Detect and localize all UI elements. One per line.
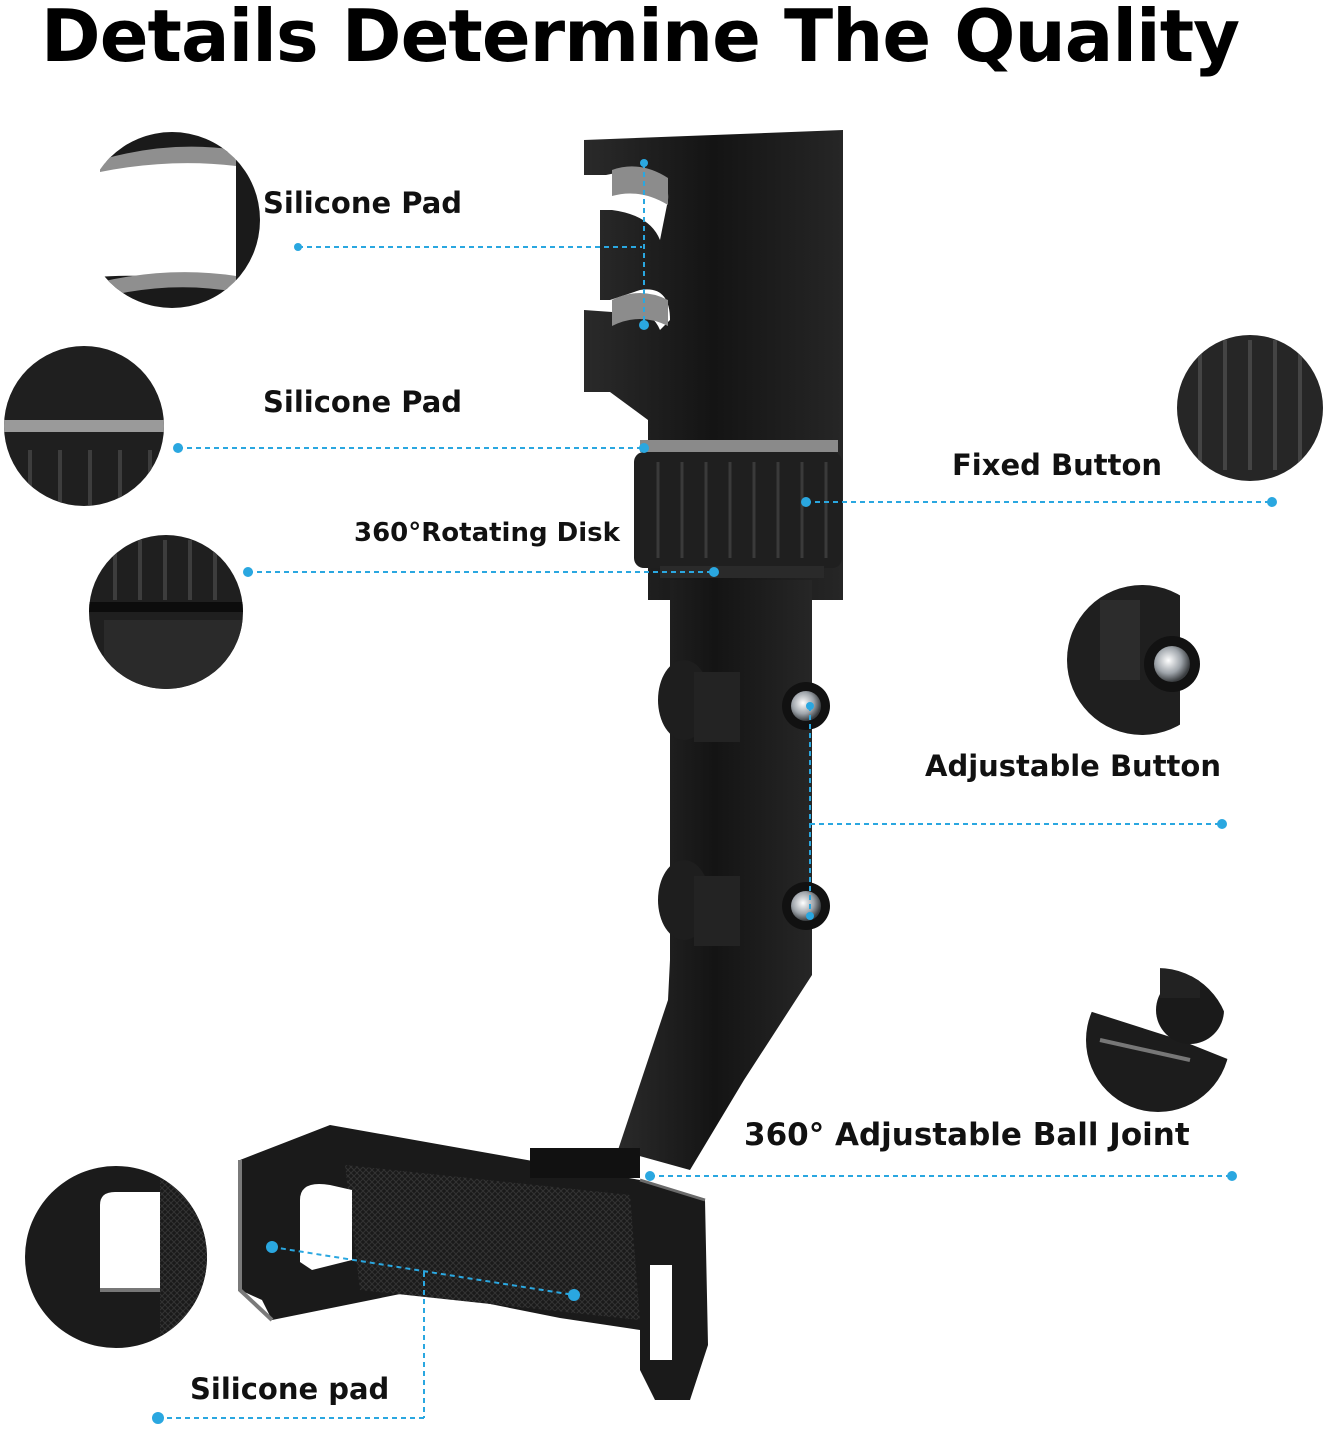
label-top-silicone-pad: Silicone Pad xyxy=(263,186,463,220)
adjustable-arm xyxy=(618,580,830,1170)
detail-holder-pad xyxy=(25,1166,207,1348)
label-ring-silicone-pad: Silicone Pad xyxy=(263,385,463,419)
label-rotating-disk: 360°Rotating Disk xyxy=(354,518,620,548)
label-fixed-button: Fixed Button xyxy=(952,448,1163,482)
detail-fixed-button xyxy=(1177,335,1323,481)
mirror-clamp xyxy=(584,130,843,600)
detail-ball-joint xyxy=(1086,968,1230,1112)
detail-adjustable-button xyxy=(1067,585,1217,735)
detail-rotating-disk xyxy=(89,535,243,689)
detail-top-pad xyxy=(84,132,260,308)
detail-ring-pad xyxy=(4,346,164,506)
label-adjustable-button: Adjustable Button xyxy=(925,749,1221,783)
leader-lines xyxy=(152,159,1277,1424)
label-holder-silicone-pad: Silicone pad xyxy=(190,1372,390,1406)
label-ball-joint: 360° Adjustable Ball Joint xyxy=(744,1117,1190,1153)
page-title: Details Determine The Quality xyxy=(40,0,1240,78)
phone-holder xyxy=(238,1125,708,1400)
